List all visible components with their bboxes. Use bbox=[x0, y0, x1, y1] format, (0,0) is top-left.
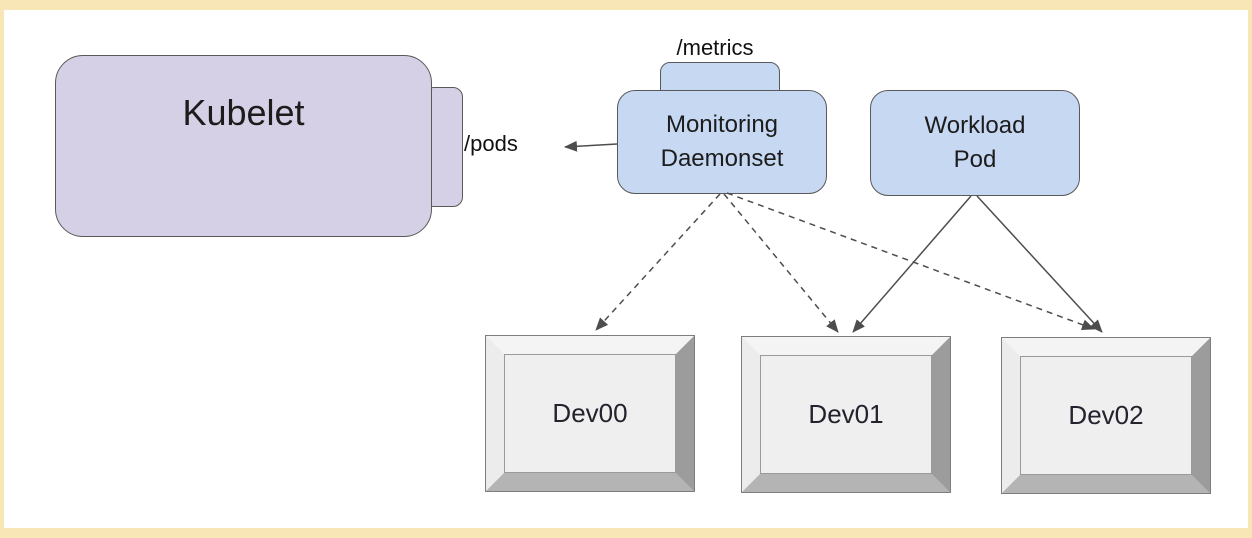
device-label-dev00: Dev00 bbox=[552, 398, 628, 428]
monitoring-daemonset-node: Monitoring Daemonset bbox=[617, 90, 827, 194]
device-node-dev02: Dev02 bbox=[1002, 338, 1210, 493]
workload-pod-label-line2: Pod bbox=[953, 146, 997, 173]
arrow-monitoring-to-pods bbox=[564, 140, 618, 152]
device-label-dev01: Dev01 bbox=[808, 399, 884, 429]
monitoring-daemonset-label-line1: Monitoring bbox=[665, 110, 779, 138]
arrow-workload-to-dev01 bbox=[852, 195, 972, 333]
arrow-monitoring-to-dev02 bbox=[726, 192, 1095, 330]
pods-endpoint-label: /pods bbox=[464, 131, 518, 156]
device-node-dev01: Dev01 bbox=[742, 337, 950, 492]
device-node-dev00: Dev00 bbox=[486, 336, 694, 491]
arrow-monitoring-to-dev01 bbox=[723, 193, 839, 333]
monitoring-daemonset-label-line2: Daemonset bbox=[660, 145, 784, 172]
workload-pod-label-line1: Workload bbox=[924, 111, 1026, 139]
arrow-workload-to-dev02 bbox=[976, 195, 1103, 333]
kubelet-node: Kubelet bbox=[55, 55, 432, 237]
device-label-dev02: Dev02 bbox=[1068, 400, 1144, 430]
workload-pod-node: Workload Pod bbox=[870, 90, 1080, 196]
arrow-monitoring-to-dev00 bbox=[595, 193, 721, 331]
metrics-endpoint-label: /metrics bbox=[676, 35, 754, 60]
kubelet-label: Kubelet bbox=[182, 92, 305, 133]
